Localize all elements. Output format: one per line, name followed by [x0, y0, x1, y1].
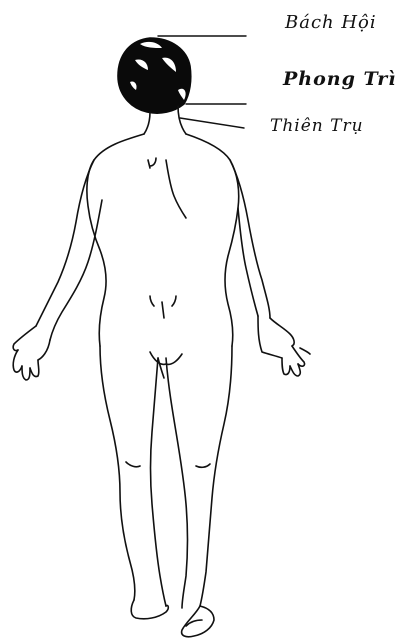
torso	[87, 134, 239, 346]
feet	[131, 600, 214, 637]
label-thien-tru: Thiên Trụ	[270, 116, 364, 136]
hair	[118, 38, 191, 113]
label-bach-hoi: Bách Hội	[285, 12, 377, 33]
legs	[100, 346, 232, 608]
right-arm	[230, 160, 310, 376]
label-phong-tri: Phong Trì	[283, 68, 396, 90]
left-arm	[13, 160, 102, 380]
thien-tru-leader	[180, 118, 244, 128]
